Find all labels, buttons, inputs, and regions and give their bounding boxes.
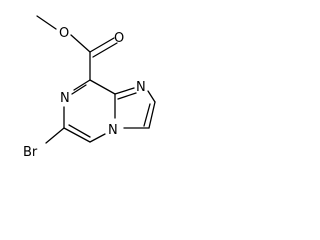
atom-label-n1: N bbox=[136, 80, 146, 95]
bond-group bbox=[36, 15, 156, 144]
bond-c6-br bbox=[45, 127, 65, 144]
bond-c8a-n1-b bbox=[117, 92, 137, 100]
bond-carbonyl-double-b bbox=[92, 42, 118, 58]
bond-c8-n7-a bbox=[73, 79, 91, 91]
atom-label-n7: N bbox=[60, 91, 70, 106]
bond-carbonyl-double-a bbox=[89, 37, 115, 53]
bond-c8a-n1-a bbox=[114, 87, 135, 95]
atom-label-br: Br bbox=[23, 145, 38, 160]
bond-c8-n7-b bbox=[71, 84, 87, 95]
bond-c2-c3-a bbox=[148, 101, 156, 129]
bond-c8a-c8 bbox=[89, 79, 116, 95]
atom-label-methoxy-o: O bbox=[59, 26, 69, 41]
bond-methyl-methoxy-o bbox=[36, 15, 57, 30]
molecule-structure-diagram: O O N N N Br bbox=[23, 15, 156, 160]
bond-n1-c2 bbox=[147, 90, 156, 103]
atom-label-carbonyl-o: O bbox=[114, 31, 124, 46]
bond-c2-c3-b bbox=[143, 103, 151, 127]
atom-label-n4: N bbox=[108, 123, 118, 138]
bond-c6-c5-b bbox=[68, 124, 91, 138]
bond-c5-n4 bbox=[89, 133, 106, 143]
bond-methoxy-o-carbonyl-c bbox=[70, 34, 91, 53]
bond-c6-c5-a bbox=[63, 127, 91, 143]
